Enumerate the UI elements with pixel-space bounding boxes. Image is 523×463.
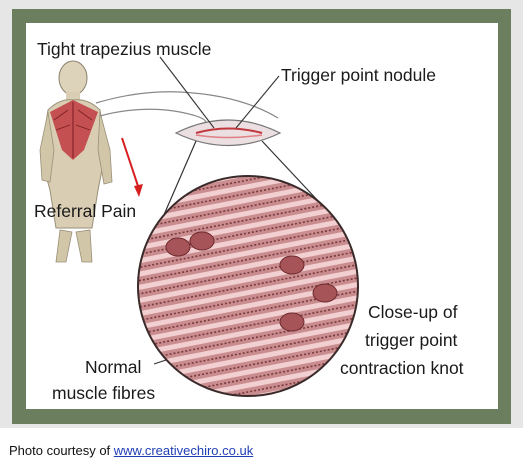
label-referral-pain: Referral Pain [34,200,136,222]
human-figure [40,61,112,262]
trigger-point-nodule-shape [176,120,280,146]
referral-pain-arrow [122,138,143,197]
label-tight-trapezius: Tight trapezius muscle [37,38,211,60]
label-closeup-line3: contraction knot [340,357,464,379]
label-normal-fibres-line2: muscle fibres [52,382,155,404]
label-trigger-point-nodule: Trigger point nodule [281,64,436,86]
photo-caption: Photo courtesy of www.creativechiro.co.u… [9,443,253,458]
label-closeup-line1: Close-up of [368,301,458,323]
caption-prefix: Photo courtesy of [9,443,114,458]
caption-link[interactable]: www.creativechiro.co.uk [114,443,253,458]
label-normal-fibres-line1: Normal [85,356,141,378]
label-closeup-line2: trigger point [365,329,457,351]
